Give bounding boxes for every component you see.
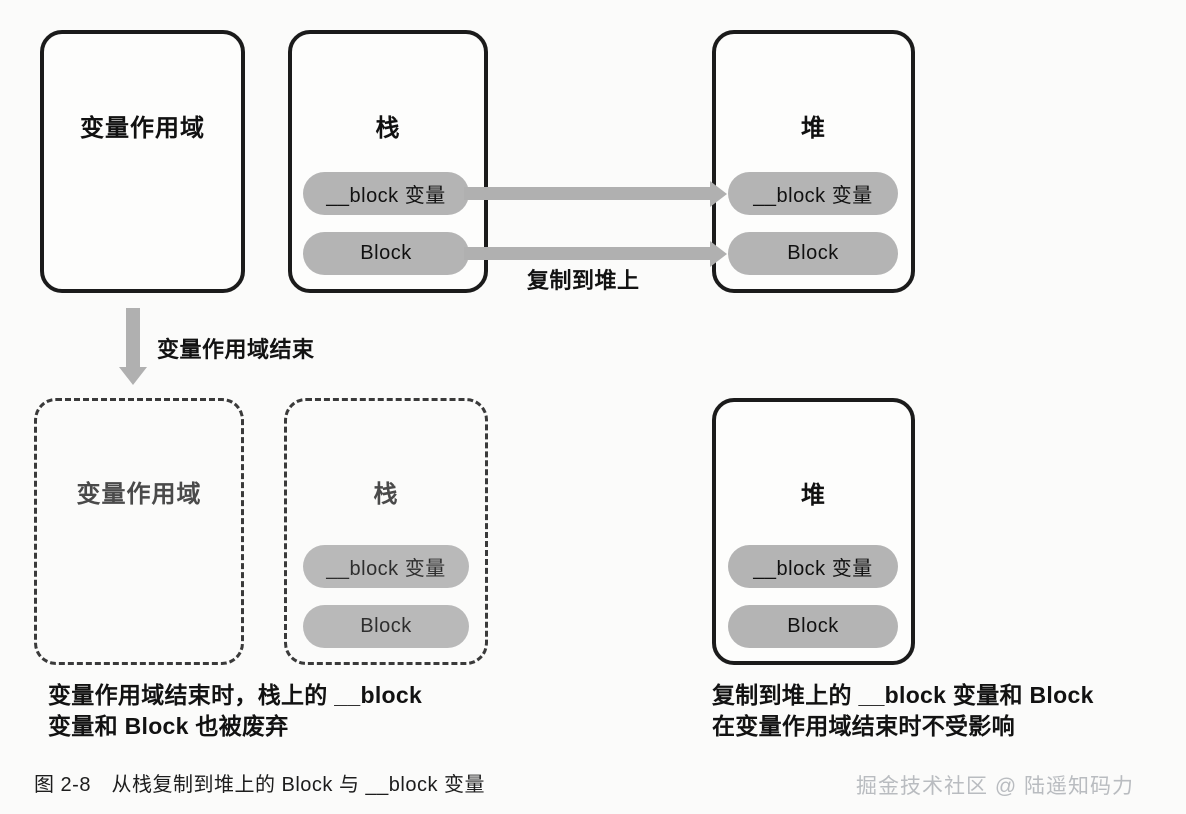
bottom-stack-block-pill: Block bbox=[303, 605, 469, 648]
top-stack-block-pill: Block bbox=[303, 232, 469, 275]
figure-caption: 图 2-8 从栈复制到堆上的 Block 与 __block 变量 bbox=[34, 774, 486, 796]
copy-to-heap-label: 复制到堆上 bbox=[527, 268, 640, 293]
scope-ends-label: 变量作用域结束 bbox=[157, 337, 315, 362]
bottom-stack-block-label: Block bbox=[360, 615, 412, 637]
left-explanation-caption: 变量作用域结束时，栈上的 __block 变量和 Block 也被废弃 bbox=[48, 680, 422, 742]
copy-block-variable-arrow bbox=[464, 187, 711, 200]
left-explanation-line-2: 变量和 Block 也被废弃 bbox=[48, 713, 289, 740]
top-variable-scope-title: 变量作用域 bbox=[80, 115, 205, 142]
bottom-heap-title: 堆 bbox=[801, 482, 826, 509]
left-explanation-line-1: 变量作用域结束时，栈上的 __block bbox=[48, 682, 423, 708]
right-explanation-caption: 复制到堆上的 __block 变量和 Block 在变量作用域结束时不受影响 bbox=[712, 680, 1094, 742]
top-stack-block-label: Block bbox=[360, 242, 412, 264]
watermark: 掘金技术社区 @ 陆遥知码力 bbox=[856, 775, 1134, 798]
top-heap-block-pill: Block bbox=[728, 232, 898, 275]
bottom-variable-scope-title: 变量作用域 bbox=[76, 481, 202, 508]
copy-block-arrow bbox=[464, 247, 711, 260]
top-stack-block-variable-label: __block 变量 bbox=[326, 185, 446, 207]
right-explanation-line-2: 在变量作用域结束时不受影响 bbox=[712, 713, 1015, 740]
bottom-stack-title: 栈 bbox=[373, 481, 399, 508]
top-heap-block-label: Block bbox=[787, 242, 839, 264]
bottom-stack-block-variable-pill: __block 变量 bbox=[303, 545, 469, 588]
top-heap-block-variable-label: __block 变量 bbox=[753, 185, 873, 207]
bottom-heap-block-variable-pill: __block 变量 bbox=[728, 545, 898, 588]
bottom-heap-block-label: Block bbox=[787, 615, 839, 637]
bottom-stack-block-variable-label: __block 变量 bbox=[326, 558, 446, 580]
bottom-heap-block-variable-label: __block 变量 bbox=[753, 558, 873, 580]
right-explanation-line-1: 复制到堆上的 __block 变量和 Block bbox=[712, 682, 1094, 708]
scope-ends-arrow bbox=[126, 308, 140, 368]
top-stack-title: 栈 bbox=[375, 115, 401, 142]
bottom-variable-scope-box: 变量作用域 bbox=[34, 398, 244, 665]
bottom-heap-block-pill: Block bbox=[728, 605, 898, 648]
top-heap-title: 堆 bbox=[801, 115, 826, 142]
top-heap-block-variable-pill: __block 变量 bbox=[728, 172, 898, 215]
top-stack-block-variable-pill: __block 变量 bbox=[303, 172, 469, 215]
top-variable-scope-box: 变量作用域 bbox=[40, 30, 245, 293]
